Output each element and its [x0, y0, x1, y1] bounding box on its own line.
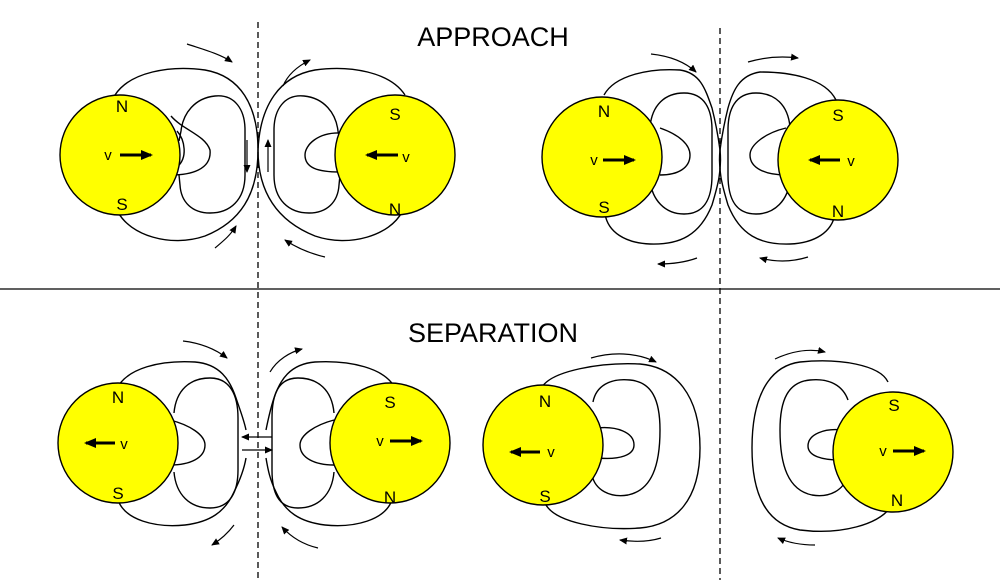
pole-label-s: S: [888, 396, 899, 415]
pole-label-n: N: [891, 491, 903, 510]
velocity-label: v: [120, 436, 128, 453]
pole-label-s: S: [389, 105, 400, 124]
pole-label-n: N: [389, 200, 401, 219]
velocity-label: v: [847, 153, 855, 170]
panel-approach-right: N S S N v v: [541, 53, 899, 268]
pole-label-s: S: [539, 487, 550, 506]
approach-title: APPROACH: [417, 22, 569, 52]
panel-approach-left: N S S N v v: [59, 43, 456, 258]
pole-label-n: N: [116, 97, 128, 116]
pole-label-n: N: [384, 488, 396, 507]
pole-label-s: S: [116, 195, 127, 214]
velocity-label: v: [402, 149, 410, 166]
velocity-label: v: [547, 444, 555, 461]
velocity-label: v: [376, 433, 384, 450]
separation-title: SEPARATION: [408, 318, 578, 348]
pole-label-n: N: [539, 392, 551, 411]
body-left: [541, 96, 663, 218]
pole-label-s: S: [832, 106, 843, 125]
pole-label-n: N: [832, 202, 844, 221]
pole-label-s: S: [384, 393, 395, 412]
pole-label-n: N: [598, 102, 610, 121]
velocity-label: v: [104, 147, 112, 164]
body-right: [329, 382, 451, 504]
velocity-label: v: [879, 443, 887, 460]
velocity-label: v: [590, 152, 598, 169]
pole-label-n: N: [112, 388, 124, 407]
body-left: [57, 382, 179, 504]
panel-separation-left: N S S N v v: [57, 340, 451, 549]
panel-separation-right: N S S N v v: [482, 346, 954, 546]
pole-label-s: S: [112, 484, 123, 503]
body-left: [482, 384, 604, 506]
pole-label-s: S: [598, 198, 609, 217]
